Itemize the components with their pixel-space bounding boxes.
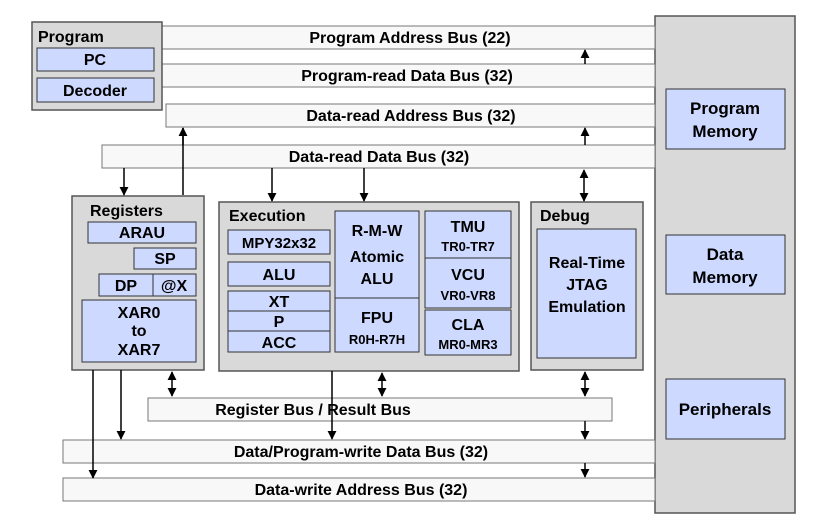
- rmw-line-2: Atomic: [350, 249, 404, 266]
- alu-unit: ALU: [263, 267, 296, 284]
- mpy-unit: MPY32x32: [242, 235, 316, 252]
- execution-block-title: Execution: [229, 208, 305, 225]
- register-result-bus: Register Bus / Result Bus: [147, 397, 613, 422]
- decoder-unit: Decoder: [63, 83, 127, 100]
- program-block: Program PC Decoder: [31, 21, 163, 111]
- debug-line-2: JTAG: [566, 277, 607, 294]
- program-memory: Program Memory: [665, 88, 786, 150]
- tmu-registers: TR0-TR7: [441, 239, 494, 254]
- data-write-address-bus: Data-write Address Bus (32): [62, 477, 656, 502]
- data-write-address-bus-label: Data-write Address Bus (32): [255, 482, 468, 499]
- fpu-unit: FPU: [361, 310, 393, 327]
- vcu-unit: VCU: [451, 267, 485, 284]
- registers-block: Registers ARAU SP DP @X XAR0 to XAR7: [71, 195, 205, 371]
- data-read-data-bus-label: Data-read Data Bus (32): [289, 149, 470, 166]
- vcu-registers: VR0-VR8: [441, 288, 496, 303]
- cla-registers: MR0-MR3: [438, 337, 497, 352]
- program-block-title: Program: [38, 29, 104, 46]
- at-x-register: @X: [161, 278, 188, 295]
- execution-block: Execution MPY32x32 ALU XT P ACC R-M-W At…: [218, 201, 520, 372]
- program-memory-line-1: Program: [690, 99, 760, 118]
- debug-line-1: Real-Time: [549, 255, 625, 272]
- peripherals-label: Peripherals: [679, 400, 772, 419]
- data-read-data-bus: Data-read Data Bus (32): [101, 144, 656, 169]
- debug-block: Debug Real-Time JTAG Emulation: [530, 201, 644, 371]
- peripherals: Peripherals: [665, 378, 786, 440]
- fpu-registers: R0H-R7H: [349, 332, 405, 347]
- xt-register: XT: [269, 294, 290, 311]
- arau-unit: ARAU: [119, 225, 165, 242]
- data-read-address-bus: Data-read Address Bus (32): [165, 103, 656, 128]
- register-result-bus-label: Register Bus / Result Bus: [215, 402, 411, 419]
- data-program-write-bus-label: Data/Program-write Data Bus (32): [234, 444, 488, 461]
- sp-register: SP: [154, 251, 176, 268]
- pc-register: PC: [84, 52, 107, 69]
- xar-line-1: XAR0: [118, 305, 161, 322]
- debug-line-3: Emulation: [548, 299, 625, 316]
- data-program-write-bus: Data/Program-write Data Bus (32): [62, 439, 656, 464]
- xar-line-3: XAR7: [118, 342, 161, 359]
- registers-block-title: Registers: [90, 203, 163, 220]
- program-address-bus: Program Address Bus (22): [159, 25, 656, 50]
- tmu-unit: TMU: [451, 219, 486, 236]
- rmw-line-3: ALU: [361, 271, 394, 288]
- program-read-data-bus: Program-read Data Bus (32): [159, 63, 656, 88]
- connectors: [88, 49, 590, 479]
- data-read-address-bus-label: Data-read Address Bus (32): [306, 108, 515, 125]
- debug-block-title: Debug: [540, 208, 590, 225]
- program-memory-line-2: Memory: [692, 122, 758, 141]
- program-address-bus-label: Program Address Bus (22): [309, 30, 510, 47]
- xar-line-2: to: [131, 323, 146, 340]
- acc-register: ACC: [262, 335, 297, 352]
- data-memory: Data Memory: [665, 234, 786, 295]
- cla-unit: CLA: [452, 317, 485, 334]
- data-memory-line-2: Memory: [692, 268, 758, 287]
- p-register: P: [274, 314, 285, 331]
- program-read-data-bus-label: Program-read Data Bus (32): [301, 68, 513, 85]
- rmw-line-1: R-M-W: [352, 223, 404, 240]
- dp-register: DP: [115, 278, 138, 295]
- data-memory-line-1: Data: [707, 245, 744, 264]
